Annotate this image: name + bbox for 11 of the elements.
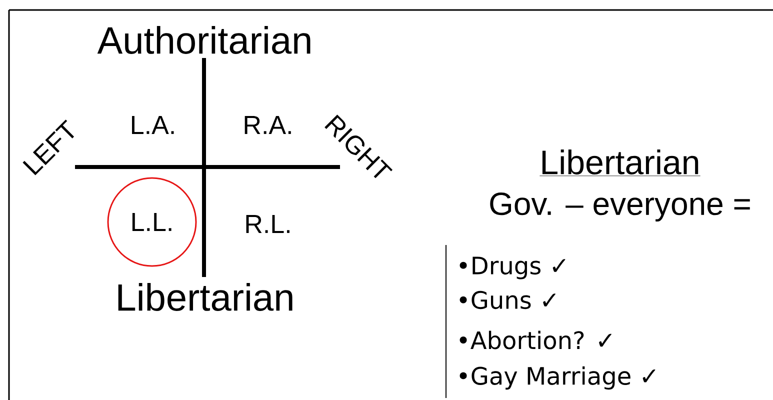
axis-label: Authoritarian	[97, 26, 310, 54]
list-item: •Gay Marriage ✓	[460, 366, 656, 390]
list-item: •Guns ✓	[460, 290, 556, 310]
equation-text: Gov. – everyone =	[490, 192, 750, 222]
list-item: •Abortion? ✓	[460, 330, 612, 350]
circled-label: L.L.	[107, 177, 197, 267]
quadrant-label: R.A.	[244, 116, 291, 134]
quadrant-label: L.A.	[132, 116, 174, 134]
list-item: •Drugs ✓	[460, 256, 566, 280]
quadrant-label: R.L.	[246, 215, 290, 233]
heading: Libertarian	[539, 150, 701, 176]
